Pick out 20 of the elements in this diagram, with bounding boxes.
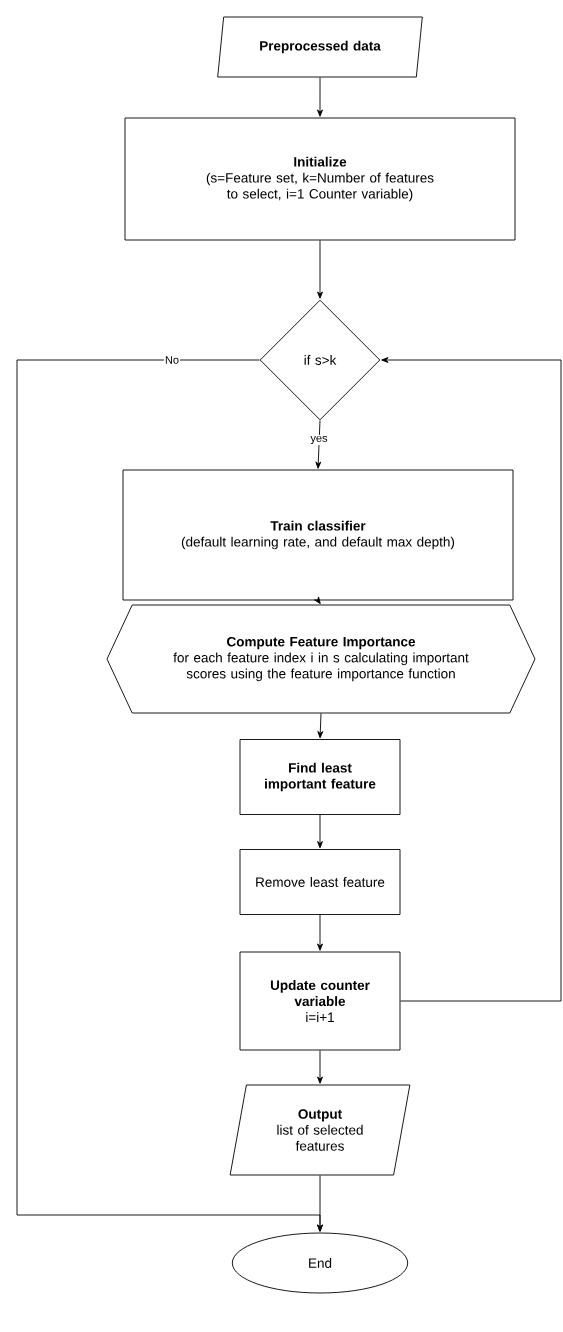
arrow — [317, 1050, 323, 1084]
arrow — [317, 77, 323, 117]
arrow — [317, 914, 323, 951]
process-box: Find least important feature — [239, 739, 401, 815]
arrow — [16, 359, 323, 1232]
process-box: Train classifier (default learning rate, and default max depth) — [122, 469, 514, 601]
arrow — [317, 713, 324, 739]
edge-label: No — [163, 355, 181, 365]
arrow — [317, 814, 323, 849]
output-parallelogram: Output list of selected features — [229, 1084, 411, 1176]
process-box: Update counter variable i=i+1 — [239, 951, 401, 1051]
edge-label: yes — [309, 434, 329, 446]
process-box: Initialize (s=Feature set, k=Number of features to select, i=1 Counter variable) — [124, 117, 516, 241]
process-hexagon: Compute Feature Importance for each feature index i in s calculating important scores using the feature importance function — [106, 604, 536, 714]
process-box: Remove least feature — [239, 849, 401, 915]
arrow — [317, 240, 323, 299]
arrow — [315, 420, 322, 469]
arrow — [381, 357, 562, 1002]
arrow — [314, 596, 321, 604]
process-parallelogram: Preprocessed data — [217, 16, 423, 78]
